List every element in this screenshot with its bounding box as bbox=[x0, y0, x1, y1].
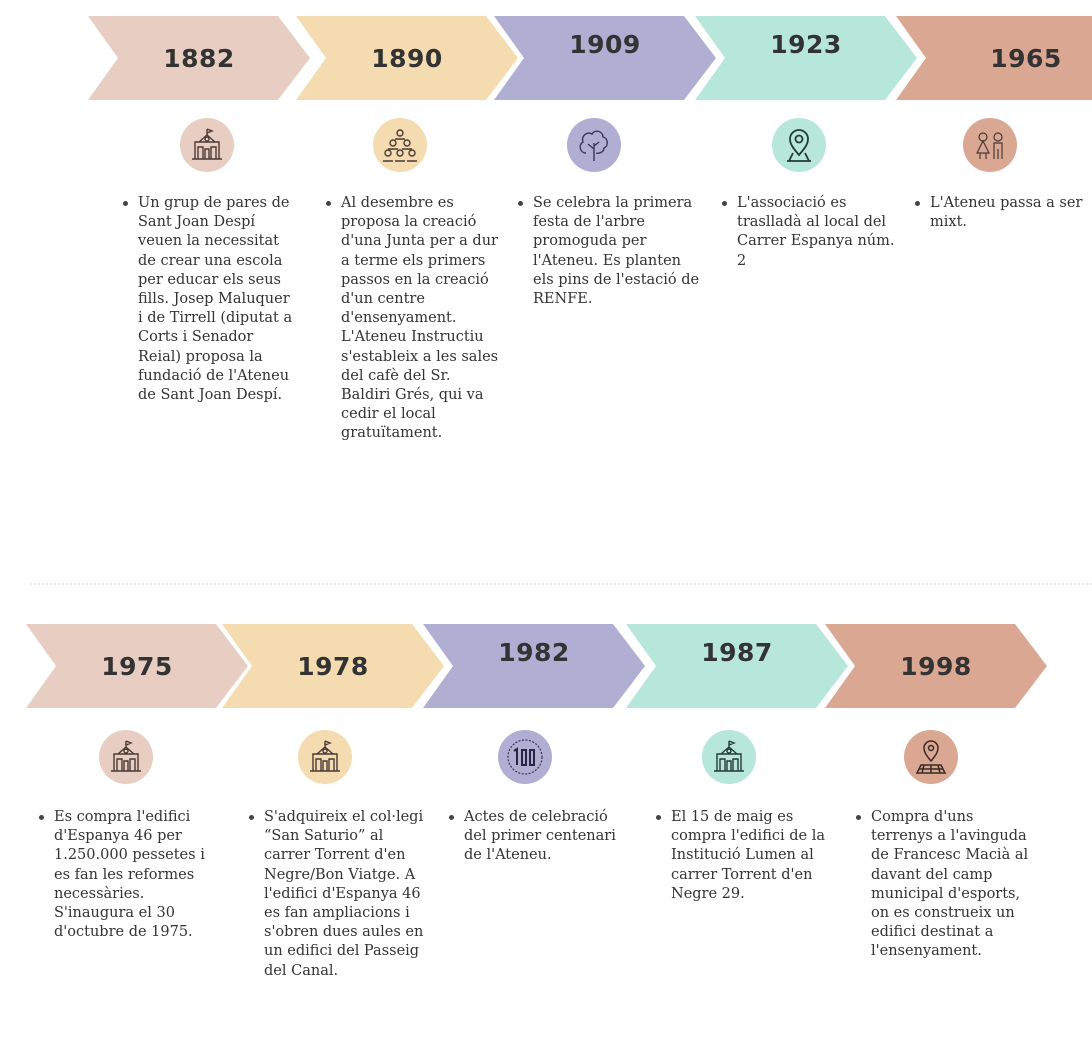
year-label: 1890 bbox=[371, 43, 443, 73]
map-pin-icon bbox=[772, 118, 826, 172]
centenary-100-icon bbox=[498, 730, 552, 784]
year-label: 1987 bbox=[701, 637, 773, 667]
timeline-item-text: Es compra l'edifici d'Espanya 46 per 1.2… bbox=[34, 808, 224, 942]
timeline-item-text: L'Ateneu passa a ser mixt. bbox=[910, 194, 1092, 232]
timeline-arrow-1975: 1975 bbox=[26, 624, 248, 708]
year-label: 1978 bbox=[297, 651, 369, 681]
timeline-item-text: Actes de celebració del primer centenari… bbox=[444, 808, 624, 866]
timeline-item-text: El 15 de maig es compra l'edifici de la … bbox=[651, 808, 831, 904]
school-building-icon bbox=[180, 118, 234, 172]
school-building-icon bbox=[298, 730, 352, 784]
land-location-icon bbox=[904, 730, 958, 784]
timeline-arrow-1987: 1987 bbox=[626, 624, 848, 708]
timeline-arrow-1890: 1890 bbox=[296, 16, 518, 100]
year-label: 1982 bbox=[498, 637, 570, 667]
timeline-arrow-1882: 1882 bbox=[88, 16, 310, 100]
timeline-arrow-1978: 1978 bbox=[222, 624, 444, 708]
year-label: 1882 bbox=[163, 43, 235, 73]
timeline-arrow-1965: 1965 bbox=[896, 16, 1092, 100]
timeline-item-text: S'adquireix el col·legi “San Saturio” al… bbox=[244, 808, 424, 981]
tree-icon bbox=[567, 118, 621, 172]
year-label: 1923 bbox=[770, 29, 842, 59]
timeline-arrow-1982: 1982 bbox=[423, 624, 645, 708]
year-label: 1909 bbox=[569, 29, 641, 59]
timeline-item-text: Al desembre es proposa la creació d'una … bbox=[321, 194, 501, 444]
school-building-icon bbox=[702, 730, 756, 784]
timeline-item-text: Un grup de pares de Sant Joan Despí veue… bbox=[118, 194, 298, 405]
timeline-arrow-1923: 1923 bbox=[695, 16, 917, 100]
timeline-item-text: Compra d'uns terrenys a l'avinguda de Fr… bbox=[851, 808, 1031, 962]
timeline-item-text: Se celebra la primera festa de l'arbre p… bbox=[513, 194, 703, 309]
year-label: 1998 bbox=[900, 651, 972, 681]
timeline-arrow-1998: 1998 bbox=[825, 624, 1047, 708]
timeline-item-text: L'associació es traslladà al local del C… bbox=[717, 194, 902, 271]
school-building-icon bbox=[99, 730, 153, 784]
year-label: 1965 bbox=[990, 43, 1062, 73]
children-icon bbox=[963, 118, 1017, 172]
section-divider bbox=[30, 583, 1092, 585]
year-label: 1975 bbox=[101, 651, 173, 681]
group-people-icon bbox=[373, 118, 427, 172]
timeline-arrow-1909: 1909 bbox=[494, 16, 716, 100]
